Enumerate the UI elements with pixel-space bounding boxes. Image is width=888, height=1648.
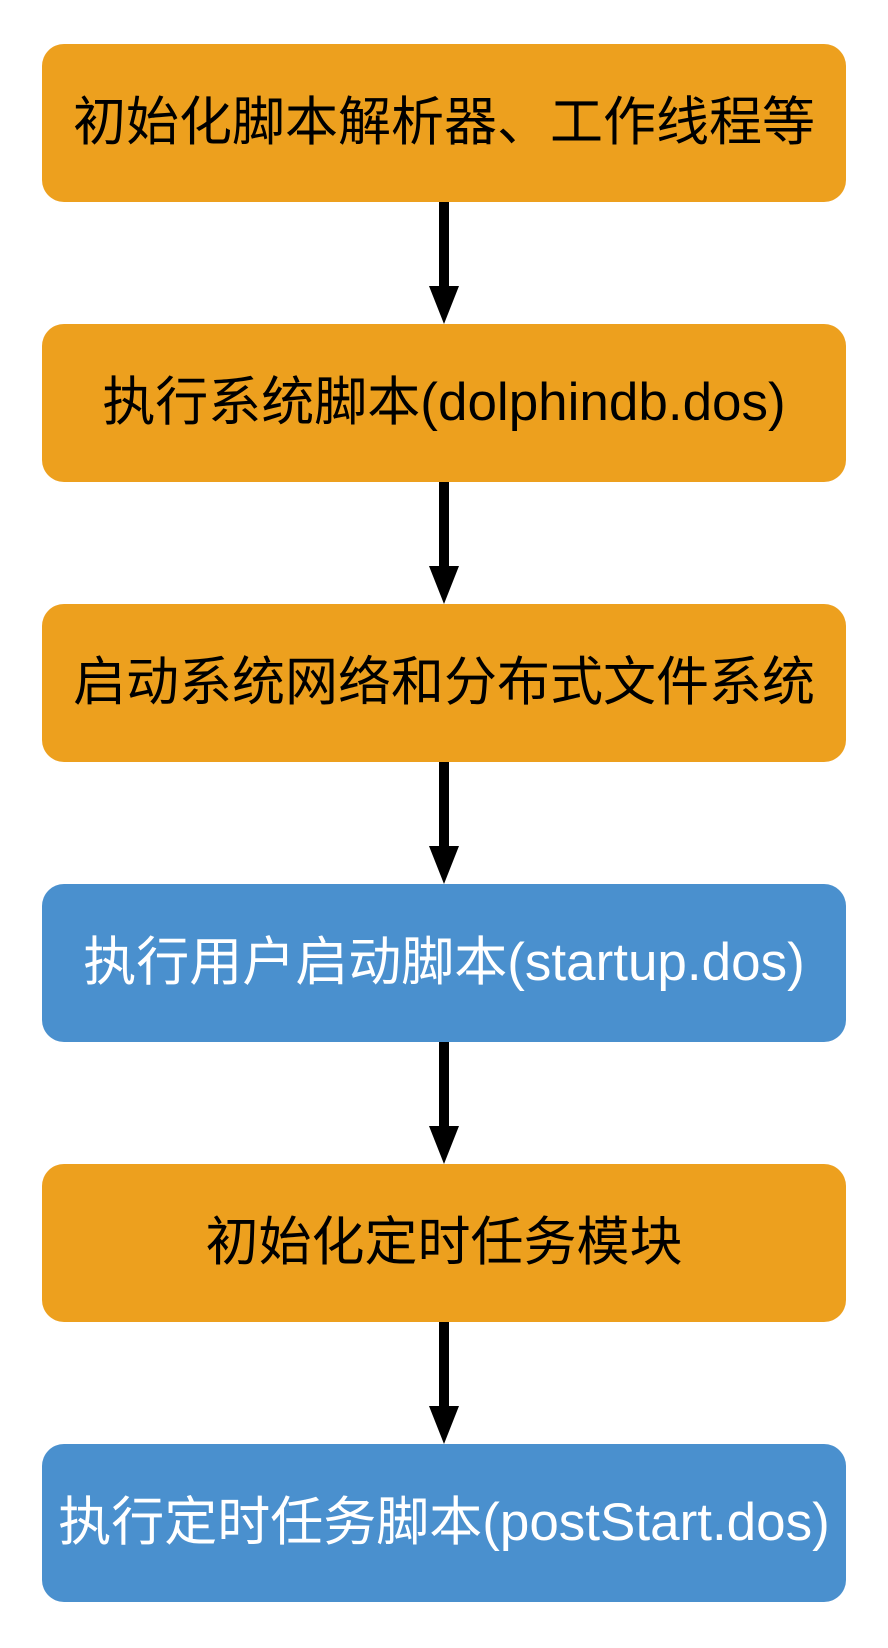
flow-node-label: 执行定时任务脚本(postStart.dos)	[58, 1492, 830, 1552]
arrow-shaft	[439, 1322, 449, 1406]
flow-arrow-2	[429, 482, 459, 604]
flow-node-label: 执行用户启动脚本(startup.dos)	[83, 932, 805, 992]
flow-node-run-user-startup-script: 执行用户启动脚本(startup.dos)	[42, 884, 846, 1042]
flow-node-init-parser-threads: 初始化脚本解析器、工作线程等	[42, 44, 846, 202]
flow-node-start-network-dfs: 启动系统网络和分布式文件系统	[42, 604, 846, 762]
flow-arrow-5	[429, 1322, 459, 1444]
arrow-shaft	[439, 762, 449, 846]
arrow-down-icon	[429, 1126, 459, 1164]
arrow-down-icon	[429, 1406, 459, 1444]
arrow-shaft	[439, 202, 449, 286]
flow-node-label: 初始化定时任务模块	[205, 1212, 683, 1272]
arrow-shaft	[439, 482, 449, 566]
flow-node-run-poststart-script: 执行定时任务脚本(postStart.dos)	[42, 1444, 846, 1602]
arrow-shaft	[439, 1042, 449, 1126]
flow-node-label: 执行系统脚本(dolphindb.dos)	[102, 372, 786, 432]
flow-node-label: 启动系统网络和分布式文件系统	[73, 652, 815, 712]
flow-node-init-scheduled-jobs: 初始化定时任务模块	[42, 1164, 846, 1322]
arrow-down-icon	[429, 286, 459, 324]
flow-arrow-4	[429, 1042, 459, 1164]
flowchart: 初始化脚本解析器、工作线程等 执行系统脚本(dolphindb.dos) 启动系…	[42, 44, 846, 1602]
arrow-down-icon	[429, 846, 459, 884]
flow-node-run-system-script: 执行系统脚本(dolphindb.dos)	[42, 324, 846, 482]
flow-node-label: 初始化脚本解析器、工作线程等	[73, 92, 815, 152]
arrow-down-icon	[429, 566, 459, 604]
flow-arrow-1	[429, 202, 459, 324]
flow-arrow-3	[429, 762, 459, 884]
